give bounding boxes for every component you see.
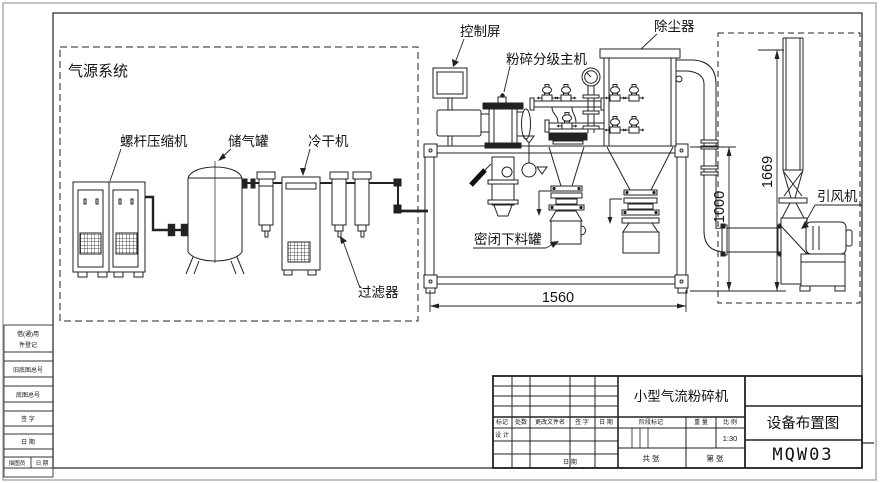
tb-qty: 处数 [515,418,527,426]
tb-date: 日 期 [599,418,613,426]
margin-date: 日 期 [21,438,35,446]
label-screw-compressor: 螺杆压缩机 [120,134,188,149]
margin-column [3,324,54,478]
manifold-valve-2 [555,84,577,102]
margin-tracer: 描图员 [9,459,26,467]
title-block [492,375,863,469]
label-filter: 过滤器 [358,285,399,300]
platform [423,143,689,294]
tb-product-name: 小型气流粉碎机 [634,389,729,404]
margin-reg-line2: 件登记 [19,341,37,349]
tb-sign: 签 字 [575,418,589,426]
label-air-tank: 储气罐 [228,134,269,149]
cyclone-left [536,146,585,216]
label-mill: 粉碎分级主机 [506,52,587,67]
leader-lines [109,33,862,289]
dim-1560 [429,290,687,312]
air-supply-pipe [369,178,428,214]
tb-file: 更改文件名 [535,418,565,426]
filter-1 [256,171,276,238]
dim-text-1669: 1669 [760,156,776,188]
tb-drawing-name: 设备布置图 [767,415,840,432]
dim-1669 [758,49,784,291]
tank-outlet-valve [242,178,259,189]
discharge-tank-left [549,210,586,245]
margin-old-base-no: 旧底图总号 [13,366,43,374]
tb-sheet-no: 第 张 [706,453,724,463]
screw-compressor [72,181,146,278]
induced-fan [780,217,853,292]
drawing-frame [52,12,863,469]
tb-mark: 标记 [496,418,508,426]
dim-text-1560: 1560 [542,290,574,306]
label-discharge-tank: 密闭下料罐 [474,231,542,247]
tb-scale: 比 例 [723,418,737,426]
filter-3 [352,171,372,238]
label-dust-collector: 除尘器 [654,19,695,34]
cyclone-right [606,146,674,224]
air-tank [185,161,245,275]
margin-signature: 签 字 [21,415,35,423]
tb-weight: 重 量 [694,418,708,426]
margin-base-no: 底图总号 [16,391,40,399]
tb-drawing-code: MQW03 [772,445,833,465]
label-air-system: 气源系统 [68,63,128,80]
tb-design: 设 计 [495,431,509,439]
tb-sheets-total: 共 张 [642,454,660,463]
pressure-gauge [581,67,601,133]
feed-venturi [521,135,548,178]
dim-1000 [690,146,786,292]
label-cold-dryer: 冷干机 [308,134,349,149]
manifold-valve-1 [536,84,558,102]
compressor-pipe [145,195,189,237]
dim-text-1000: 1000 [712,191,728,223]
discharge-tank-right [622,222,660,254]
margin-reg-line1: 借(通)用 [17,330,39,338]
tb-date2: 日 期 [563,458,577,466]
fan-boundary [717,32,861,304]
valve-manifold [529,97,606,145]
mill-main-machine [436,96,531,217]
control-screen [432,67,468,146]
cold-dryer [281,176,321,276]
exhaust-stack [778,37,808,221]
tb-scale-value: 1:30 [723,434,738,443]
label-control-screen: 控制屏 [460,24,501,39]
air-system-boundary [59,46,419,322]
margin-tracer-date: 日 期 [36,460,49,467]
filter-2 [329,171,349,238]
label-fan: 引风机 [817,189,858,204]
tb-stage-mark: 阶段标记 [639,418,663,426]
